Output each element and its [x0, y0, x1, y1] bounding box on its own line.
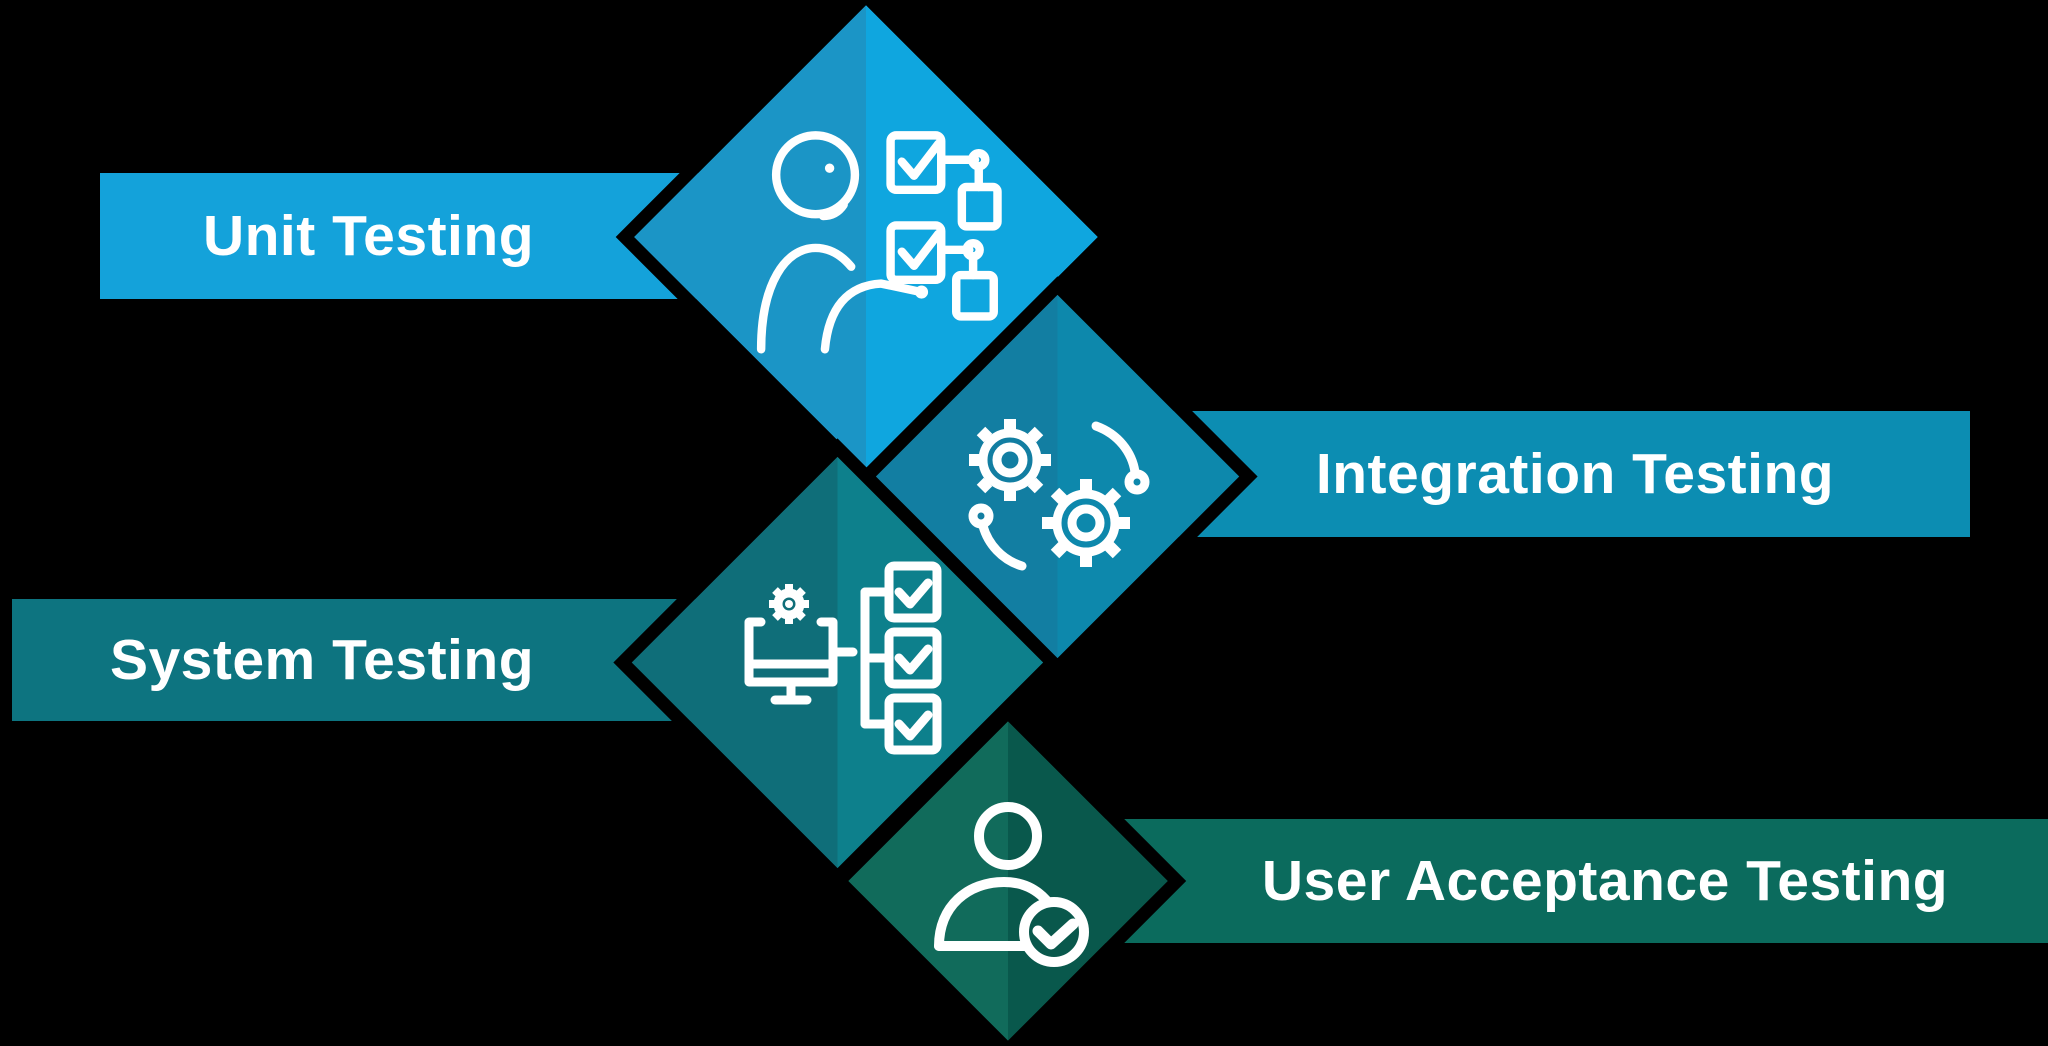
bar-user-acceptance-testing: User Acceptance Testing: [1010, 819, 2048, 943]
bar-label-user-acceptance-testing: User Acceptance Testing: [1261, 849, 1949, 913]
user-check-icon: [926, 798, 1096, 968]
bar-label-unit-testing: Unit Testing: [202, 204, 535, 268]
person-checklist-flow-icon: [733, 108, 1005, 356]
bar-label-integration-testing: Integration Testing: [1315, 442, 1835, 506]
gears-icon: [948, 408, 1168, 573]
bar-label-system-testing: System Testing: [109, 628, 535, 692]
monitor-checklist-icon: [736, 560, 948, 770]
